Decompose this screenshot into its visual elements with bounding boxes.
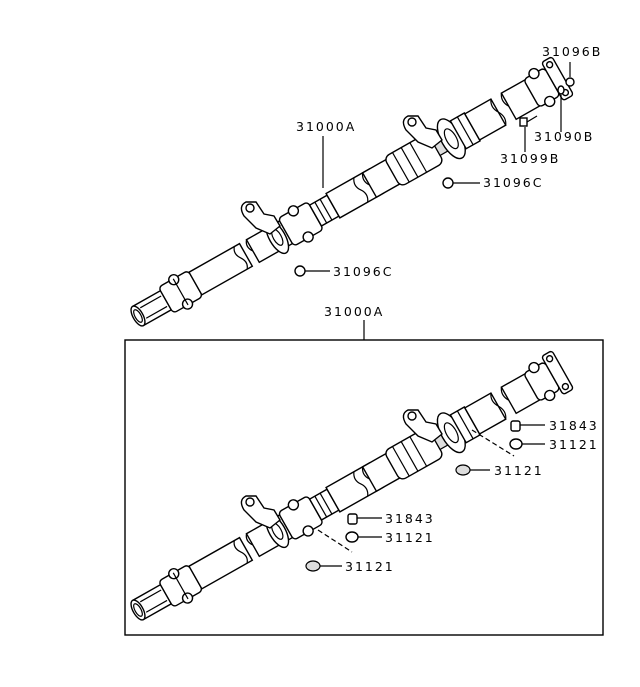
label-31000A-box: 31000A	[324, 304, 384, 319]
bushing-31121-rear-upper	[509, 438, 545, 450]
collar-31843-front	[347, 513, 382, 525]
label-31843-rear: 31843	[549, 418, 599, 433]
label-31121-rear-lower: 31121	[494, 463, 544, 478]
lower-propeller-shaft	[122, 349, 575, 633]
label-31121-front-upper: 31121	[385, 530, 435, 545]
label-31000A-upper: 31000A	[296, 119, 356, 134]
label-31096C-rear: 31096C	[483, 175, 544, 190]
nut-31096C-rear	[442, 177, 480, 189]
lower-bracket-front	[240, 495, 281, 529]
dashed-guide-rear	[471, 429, 515, 457]
label-31096B: 31096B	[542, 44, 602, 59]
center-bearing-bracket-front	[240, 201, 281, 235]
nut-31096C-front	[294, 265, 330, 277]
washer-31090B	[557, 85, 565, 132]
detail-box	[124, 339, 604, 636]
bolt-31099B	[519, 115, 538, 152]
collar-31843-rear	[510, 420, 545, 432]
label-31099B: 31099B	[500, 151, 560, 166]
label-31843-front: 31843	[385, 511, 435, 526]
label-31090B: 31090B	[534, 129, 594, 144]
bushing-31121-front-upper	[345, 531, 382, 543]
bushing-31121-front-lower	[305, 560, 342, 572]
bushing-31121-rear-lower	[455, 464, 490, 476]
nut-31096B	[565, 62, 575, 87]
dashed-guide-front	[317, 529, 353, 553]
upper-propeller-shaft	[122, 55, 575, 339]
label-31121-rear-upper: 31121	[549, 437, 599, 452]
label-31096C-front: 31096C	[333, 264, 394, 279]
label-31121-front-lower: 31121	[345, 559, 395, 574]
